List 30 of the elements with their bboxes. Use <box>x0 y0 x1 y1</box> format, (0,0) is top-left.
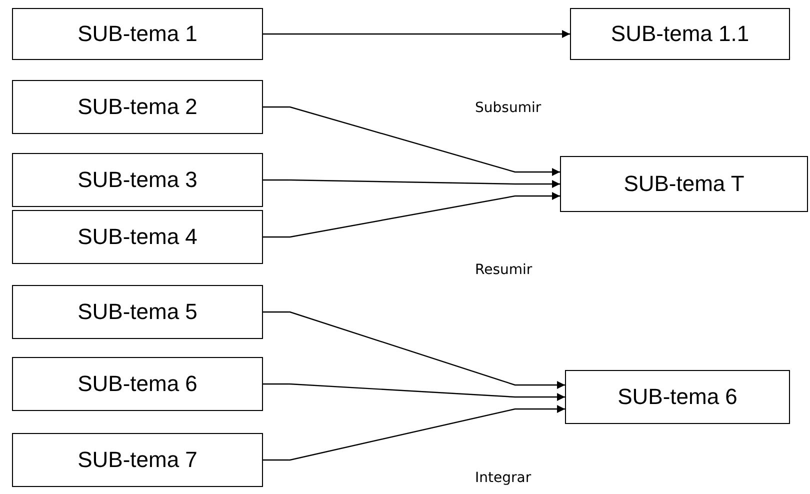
topic-label: SUB-tema 6 <box>618 384 738 410</box>
topic-box <box>12 433 263 487</box>
topic-label: SUB-tema 7 <box>78 447 198 473</box>
relation-label: Resumir <box>475 262 532 278</box>
arrow <box>263 311 565 389</box>
topic-box <box>12 210 263 264</box>
relation-label: Integrar <box>475 470 532 486</box>
topic-box <box>12 153 263 207</box>
topic-label: SUB-tema 5 <box>78 299 198 325</box>
topic-box <box>565 370 790 424</box>
topic-label: SUB-tema T <box>624 171 744 197</box>
arrow <box>263 106 560 176</box>
topic-label: SUB-tema 2 <box>78 94 198 120</box>
topic-box <box>12 285 263 339</box>
topic-box <box>12 8 263 60</box>
topic-label: SUB-tema 4 <box>78 224 198 250</box>
topic-label: SUB-tema 3 <box>78 167 198 193</box>
arrow <box>263 30 570 38</box>
relation-label: Subsumir <box>475 100 542 116</box>
topic-box <box>12 80 263 134</box>
arrow <box>263 405 565 461</box>
topic-box <box>570 8 790 60</box>
arrow <box>263 383 565 401</box>
arrow <box>263 179 560 188</box>
topic-label: SUB-tema 6 <box>78 371 198 397</box>
topic-box <box>560 156 808 212</box>
topic-label: SUB-tema 1 <box>78 21 198 47</box>
topic-box <box>12 357 263 411</box>
arrow <box>263 192 560 238</box>
topic-label: SUB-tema 1.1 <box>610 21 750 47</box>
